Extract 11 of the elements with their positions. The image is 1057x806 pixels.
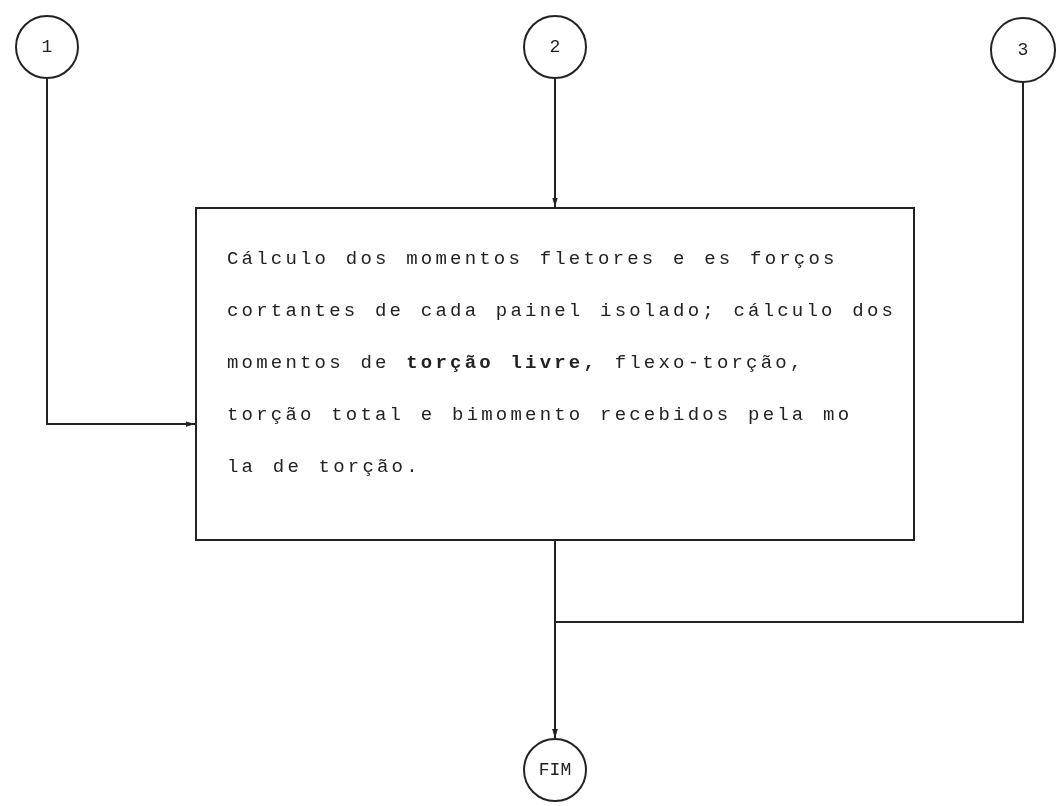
connector-circle xyxy=(15,15,79,79)
node-label: 3 xyxy=(1017,40,1029,60)
node-label: 2 xyxy=(549,37,561,57)
process-text: Cálculo dos momentos fletores e es forços cortantes de cada painel isolado; cálculo dos momentos de torção livre, flexo-torção, torção total e bimomento recebidos pela mo la de torção. xyxy=(227,247,897,480)
connector-circle xyxy=(523,738,587,802)
arrow xyxy=(46,78,196,427)
process-box xyxy=(195,207,915,541)
node-label: 1 xyxy=(41,37,53,57)
node-label: FIM xyxy=(538,760,572,780)
arrow xyxy=(552,78,558,208)
connector-circle xyxy=(523,15,587,79)
